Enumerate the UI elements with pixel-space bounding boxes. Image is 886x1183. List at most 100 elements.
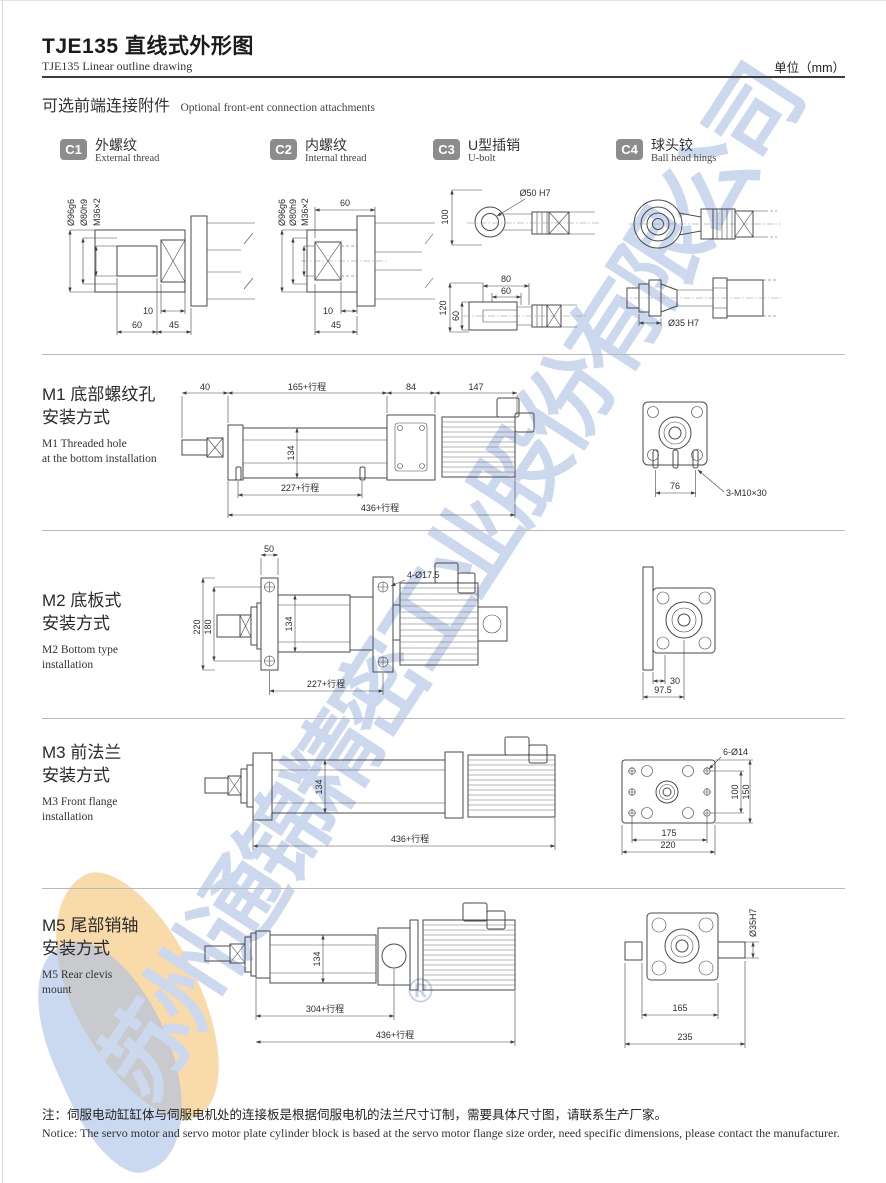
- m5-end-view: Ø35H7 165 235: [624, 908, 759, 1048]
- dim-label: Ø50 H7: [519, 188, 550, 198]
- c2-dimensions: Ø96g6 Ø80h9 M36×2 60 10 45: [277, 198, 376, 335]
- c3-drawing: 100 Ø50 H7 80 60 120 60: [438, 188, 599, 333]
- dim-label: 6-Ø14: [723, 747, 748, 757]
- dim-label: 60: [501, 286, 511, 296]
- m3-dimensions: 134 436+行程: [252, 759, 556, 850]
- c2-outline: [301, 215, 435, 307]
- dim-label: 165: [672, 1003, 687, 1013]
- m3-title-zh-line1: M3 前法兰: [42, 743, 122, 762]
- dim-label: 10: [143, 306, 153, 316]
- m2-end-outline: [642, 566, 716, 671]
- c2-name-zh: 内螺纹: [305, 137, 347, 153]
- dim-label: 147: [468, 382, 483, 392]
- m1-outline: [181, 397, 535, 481]
- m5-title-en-line2: mount: [42, 983, 72, 996]
- c1-name-en: External thread: [95, 153, 160, 165]
- m2-title-zh-line2: 安装方式: [42, 613, 110, 633]
- dim-label: 134: [312, 951, 322, 966]
- c3-badge: C3: [433, 139, 460, 160]
- m2-dimensions: 50 4-Ø17.5 220 180 134 227+行程: [192, 544, 440, 695]
- m3-main-drawing: 134 436+行程: [204, 736, 556, 850]
- m2-title: M2 底板式 安装方式 M2 Bottom type installation: [42, 590, 121, 673]
- m1-end-dimensions: 76 3-M10×30: [655, 469, 767, 498]
- dim-label: 220: [660, 840, 675, 850]
- attachment-c4-header: C4 球头铰 Ball head hings: [616, 137, 716, 164]
- dim-label: 3-M10×30: [726, 488, 767, 498]
- m1-title-en-line1: M1 Threaded hole: [42, 437, 127, 450]
- dim-label: 76: [670, 481, 680, 491]
- dim-label: 50: [264, 544, 274, 554]
- dim-label: M36×2: [92, 198, 102, 226]
- c4-name-zh: 球头铰: [651, 137, 693, 153]
- page-edge-left: [2, 0, 3, 1183]
- section-divider: [42, 354, 845, 355]
- m3-end-dimensions: 6-Ø14 100 150 175 220: [621, 747, 753, 855]
- page-edge-top: [0, 0, 886, 1]
- m2-end-view: 30 97.5: [642, 566, 716, 700]
- c1-badge: C1: [60, 139, 87, 160]
- dim-label: Ø96g6: [277, 199, 287, 226]
- header-rule: [42, 76, 845, 78]
- dim-label: 150: [741, 784, 751, 799]
- m1-dimensions: 40 165+行程 84 147 134 227+行程 436+行程: [181, 381, 518, 518]
- c2-badge: C2: [270, 139, 297, 160]
- m3-title-en-line1: M3 Front flange: [42, 795, 118, 808]
- dim-label: 60: [340, 198, 350, 208]
- c4-dimensions: Ø35 H7: [638, 314, 699, 328]
- m3-title-en-line2: installation: [42, 810, 94, 823]
- c4-name-en: Ball head hings: [651, 153, 717, 165]
- attachment-c3-header: C3 U型插销 U-bolt: [433, 137, 520, 164]
- dim-label: Ø80h9: [79, 199, 89, 226]
- dim-label: 175: [661, 828, 676, 838]
- dim-label: 235: [677, 1032, 692, 1042]
- dim-label: 45: [169, 320, 179, 330]
- note-en: Notice: The servo motor and servo motor …: [42, 1126, 840, 1140]
- m5-main-drawing: 134 304+行程 436+行程: [204, 902, 516, 1046]
- m5-title: M5 尾部销轴 安装方式 M5 Rear clevis mount: [42, 915, 138, 998]
- c4-badge: C4: [616, 139, 643, 160]
- dim-label: 120: [438, 300, 448, 315]
- dim-label: 84: [406, 382, 416, 392]
- m2-title-zh-line1: M2 底板式: [42, 591, 122, 610]
- c1-drawing: Ø96g6 Ø80h9 M36×2 10 60 45: [66, 198, 255, 335]
- attachment-c1-header: C1 外螺纹 External thread: [60, 137, 159, 164]
- c1-dimensions: Ø96g6 Ø80h9 M36×2 10 60 45: [66, 198, 192, 335]
- dim-label: 10: [323, 306, 333, 316]
- m1-end-outline: [642, 401, 708, 469]
- m5-end-outline: [624, 912, 746, 981]
- dim-label: Ø96g6: [66, 199, 76, 226]
- dim-label: M36×2: [300, 198, 310, 226]
- dim-label: 60: [132, 320, 142, 330]
- section-divider: [42, 888, 845, 889]
- c4-outline: [621, 199, 781, 319]
- section-divider: [42, 530, 845, 531]
- m5-dimensions: 134 304+行程 436+行程: [255, 934, 516, 1046]
- m3-title-zh-line2: 安装方式: [42, 765, 110, 785]
- section-heading: 可选前端连接附件 Optional front-ent connection a…: [42, 92, 375, 116]
- dim-label: 180: [203, 619, 213, 634]
- c2-drawing: Ø96g6 Ø80h9 M36×2 60 10 45: [277, 198, 435, 335]
- dim-label: 436+行程: [361, 502, 399, 513]
- m1-title: M1 底部螺纹孔 安装方式 M1 Threaded hole at the bo…: [42, 384, 157, 467]
- dim-label: 30: [670, 676, 680, 686]
- dim-label: 134: [286, 445, 296, 460]
- dim-label: 40: [200, 382, 210, 392]
- dim-label: 227+行程: [307, 678, 345, 689]
- dim-label: Ø35 H7: [668, 318, 699, 328]
- m1-main-drawing: 40 165+行程 84 147 134 227+行程 436+行程: [181, 381, 535, 518]
- dim-label: 134: [314, 779, 324, 794]
- m5-title-zh-line2: 安装方式: [42, 938, 110, 958]
- attachment-c2-header: C2 内螺纹 Internal thread: [270, 137, 367, 164]
- m5-outline: [204, 902, 516, 991]
- dim-label: 165+行程: [288, 381, 326, 392]
- c3-outline: [463, 206, 599, 331]
- dim-label: Ø80h9: [288, 199, 298, 226]
- unit-label: 单位（mm）: [774, 61, 845, 75]
- c3-name-zh: U型插销: [468, 137, 521, 153]
- dim-label: 134: [284, 616, 294, 631]
- c4-drawing: Ø35 H7: [621, 199, 781, 328]
- dim-label: 227+行程: [281, 482, 319, 493]
- m5-end-dimensions: Ø35H7 165 235: [624, 908, 759, 1048]
- note-zh: 注：伺服电动缸缸体与伺服电机处的连接板是根据伺服电机的法兰尺寸订制，需要具体尺寸…: [42, 1108, 668, 1122]
- section-title-en: Optional front-ent connection attachment…: [180, 102, 375, 114]
